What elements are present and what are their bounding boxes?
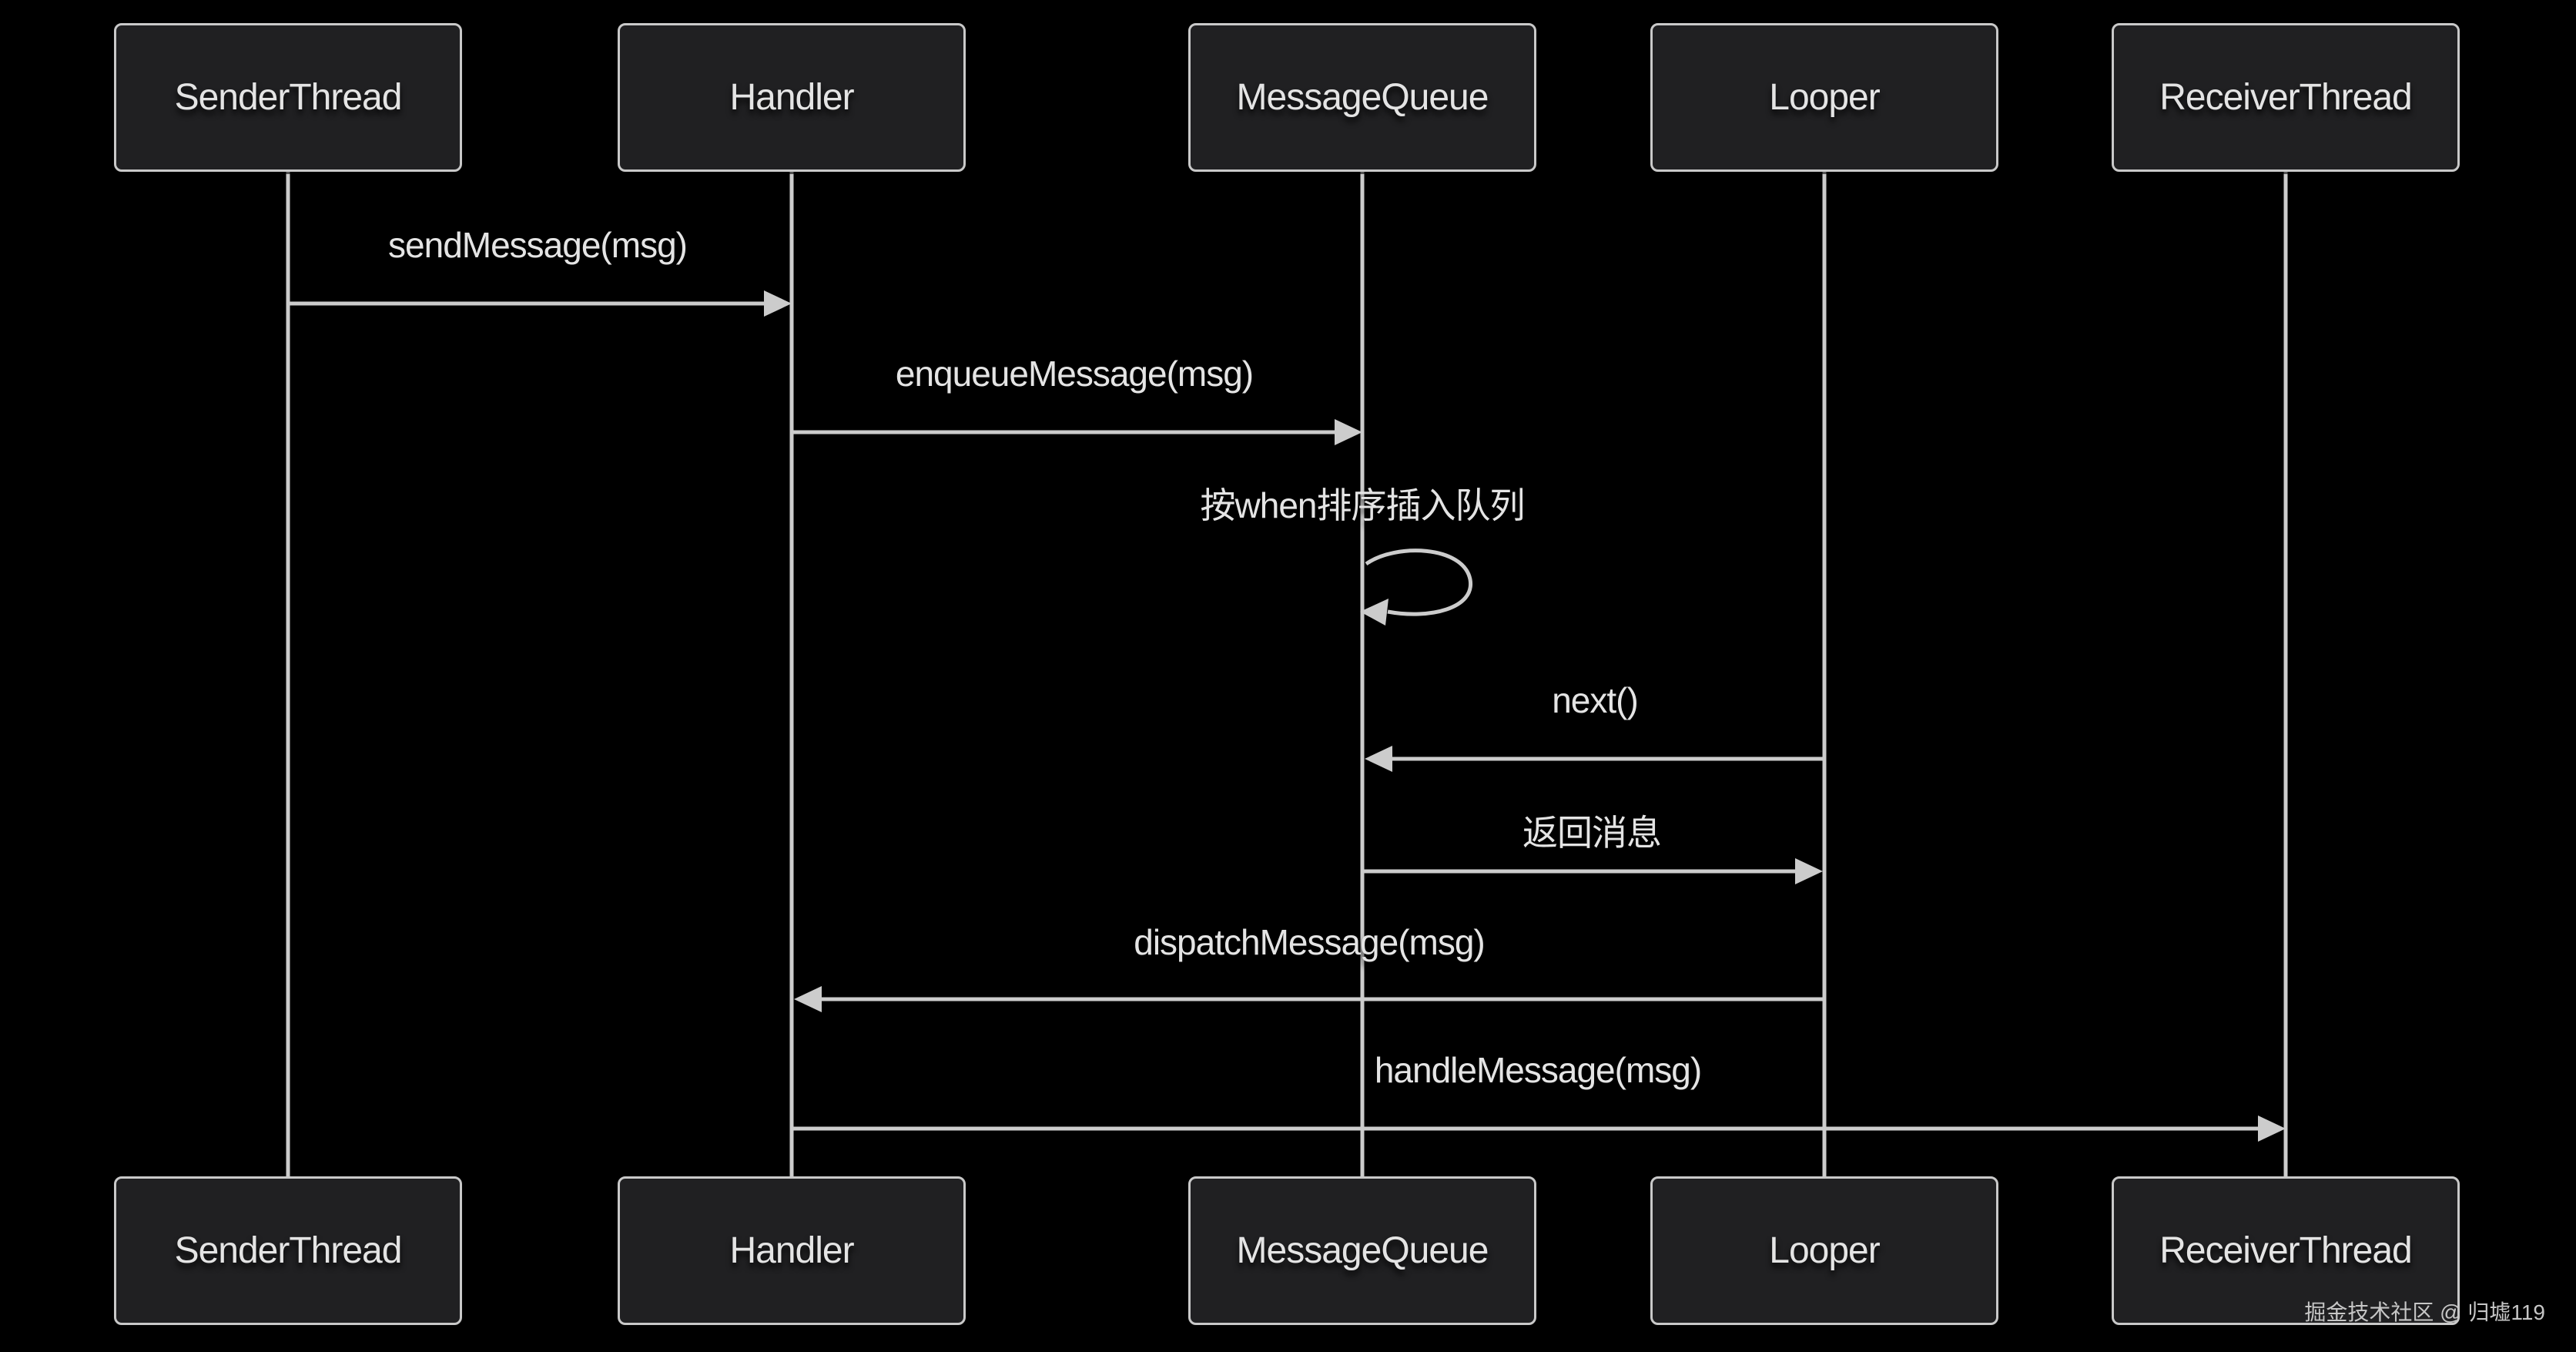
arrowhead-return-message — [1795, 858, 1823, 884]
actor-label: SenderThread — [174, 1230, 403, 1271]
arrowhead-sendmessage — [764, 290, 792, 317]
actor-label: ReceiverThread — [2159, 1230, 2412, 1271]
message-label-next: next() — [1552, 680, 1639, 720]
actor-label: MessageQueue — [1236, 1230, 1489, 1271]
actor-label: Handler — [729, 1230, 854, 1271]
arrowhead-handlemessage — [2258, 1115, 2286, 1142]
actor-box-receiverthread-top: ReceiverThread — [2112, 23, 2460, 172]
actor-label: SenderThread — [174, 77, 403, 118]
actor-label: Looper — [1769, 77, 1880, 118]
arrowhead-self-loop — [1360, 599, 1388, 626]
arrowhead-next — [1365, 746, 1392, 772]
actor-label: Looper — [1769, 1230, 1880, 1271]
self-loop-messagequeue — [1365, 549, 1472, 616]
message-label-return-message: 返回消息 — [1522, 813, 1662, 853]
actor-box-handler-top: Handler — [618, 23, 966, 172]
actor-label: Handler — [729, 77, 854, 118]
message-label-sendmessage: sendMessage(msg) — [388, 225, 688, 265]
actor-label: ReceiverThread — [2159, 77, 2412, 118]
arrowhead-dispatchmessage — [794, 986, 822, 1012]
actor-label: MessageQueue — [1236, 77, 1489, 118]
actor-box-looper-bottom: Looper — [1650, 1176, 1998, 1325]
message-label-dispatchmessage: dispatchMessage(msg) — [1134, 922, 1486, 962]
actor-box-receiverthread-bottom: ReceiverThread — [2112, 1176, 2460, 1325]
message-label-handlemessage: handleMessage(msg) — [1374, 1050, 1702, 1090]
actor-box-senderthread-top: SenderThread — [114, 23, 462, 172]
actor-box-senderthread-bottom: SenderThread — [114, 1176, 462, 1325]
arrowhead-enqueuemessage — [1335, 419, 1362, 445]
message-label-sort-insert: 按when排序插入队列 — [1200, 485, 1526, 525]
actor-box-looper-top: Looper — [1650, 23, 1998, 172]
message-label-enqueuemessage: enqueueMessage(msg) — [895, 354, 1254, 394]
actor-box-handler-bottom: Handler — [618, 1176, 966, 1325]
actor-box-messagequeue-top: MessageQueue — [1188, 23, 1536, 172]
actor-box-messagequeue-bottom: MessageQueue — [1188, 1176, 1536, 1325]
watermark: 掘金技术社区 @ 归墟119 — [2304, 1300, 2545, 1324]
